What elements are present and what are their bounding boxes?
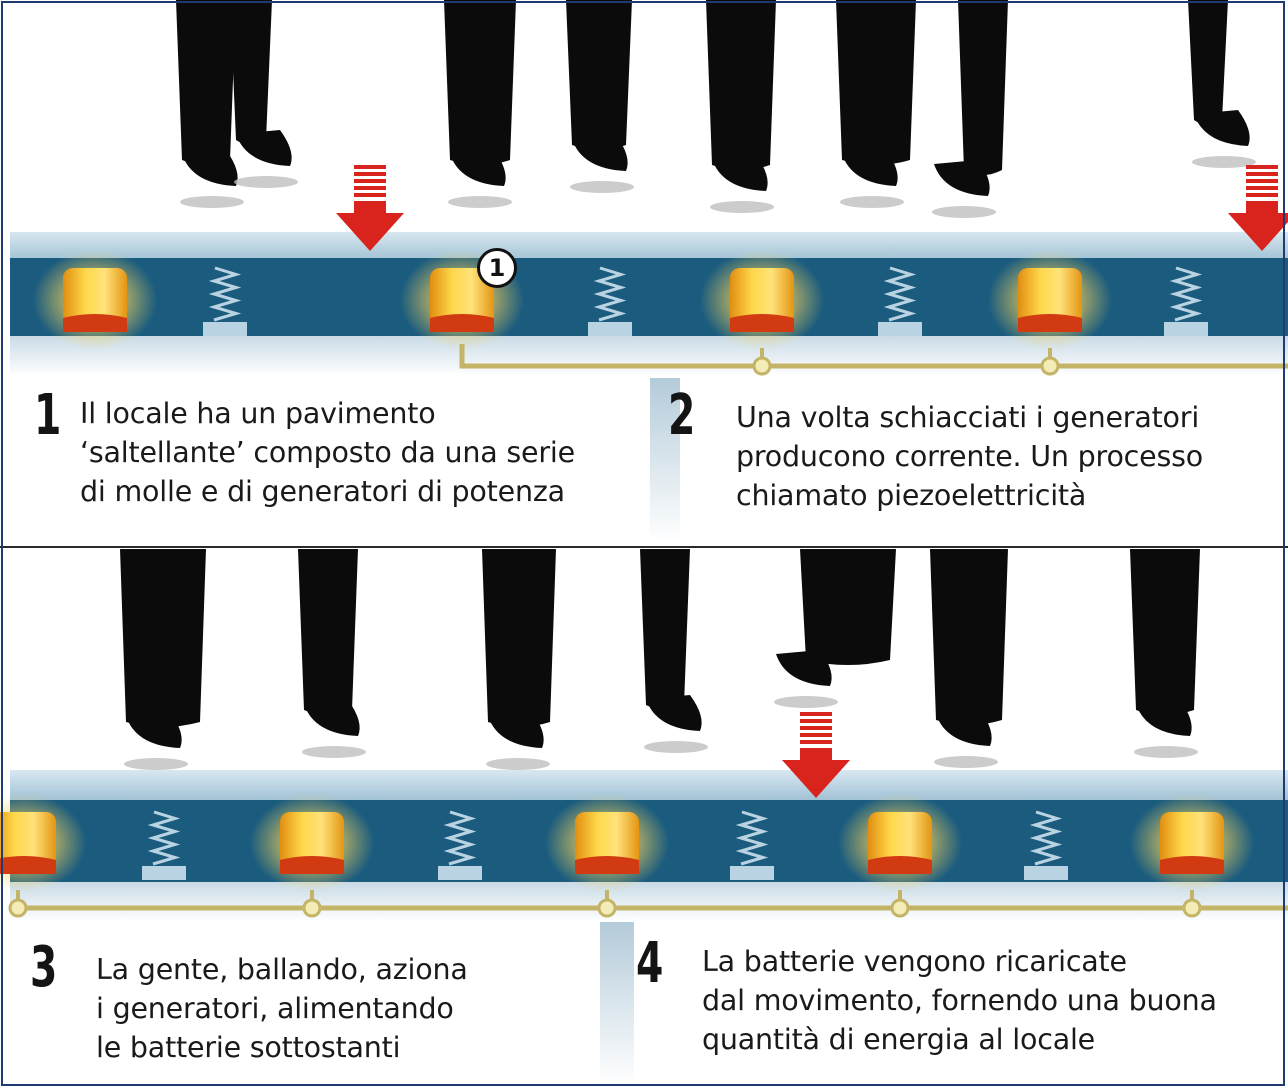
step-3-text: La gente, ballando, aziona i generatori,… — [96, 953, 468, 1064]
shoe — [488, 712, 544, 748]
spring — [883, 266, 917, 322]
shoe — [1136, 700, 1192, 736]
spring — [443, 810, 477, 866]
dancer-silhouettes-bottom — [120, 549, 1200, 770]
callout-marker: 1 — [477, 248, 517, 288]
pressure-arrow — [782, 748, 850, 798]
spring — [147, 810, 181, 866]
shoe — [712, 155, 768, 191]
step-1-number: 1 — [34, 383, 62, 448]
step-3-number: 3 — [30, 935, 58, 1000]
wire-junction — [302, 898, 322, 918]
spring — [593, 266, 627, 322]
step-2-number: 2 — [668, 383, 696, 448]
spring — [1029, 810, 1063, 866]
spring — [735, 810, 769, 866]
spring — [1169, 266, 1203, 322]
shoe — [1194, 110, 1250, 146]
shoe — [936, 710, 992, 746]
step-4-number: 4 — [636, 931, 664, 996]
shoe — [182, 150, 238, 186]
dancer-silhouettes-top — [176, 0, 1256, 218]
step-1-text: Il locale ha un pavimento ‘saltellante’ … — [80, 397, 575, 508]
wire-junction — [890, 898, 910, 918]
floor-plate-bottom — [10, 770, 1288, 802]
pressure-arrow — [1228, 201, 1288, 251]
shoe — [934, 160, 990, 196]
shoe — [304, 700, 360, 736]
shoe — [236, 130, 292, 166]
shoe — [842, 150, 898, 186]
step-2-text: Una volta schiacciati i generatori produ… — [736, 401, 1204, 512]
wire-junction — [597, 898, 617, 918]
floor-plate-top — [10, 232, 1288, 262]
shoe — [646, 695, 702, 731]
wire-junction — [1040, 356, 1060, 376]
shoe — [776, 650, 832, 686]
shoe — [126, 712, 182, 748]
wire-junction — [752, 356, 772, 376]
spring — [208, 266, 242, 322]
shoe — [450, 150, 506, 186]
shoe — [572, 135, 628, 171]
wire-junction — [8, 898, 28, 918]
step-4-text: La batterie vengono ricaricate dal movim… — [702, 945, 1217, 1056]
pressure-arrow — [336, 201, 404, 251]
wire-junction — [1182, 898, 1202, 918]
